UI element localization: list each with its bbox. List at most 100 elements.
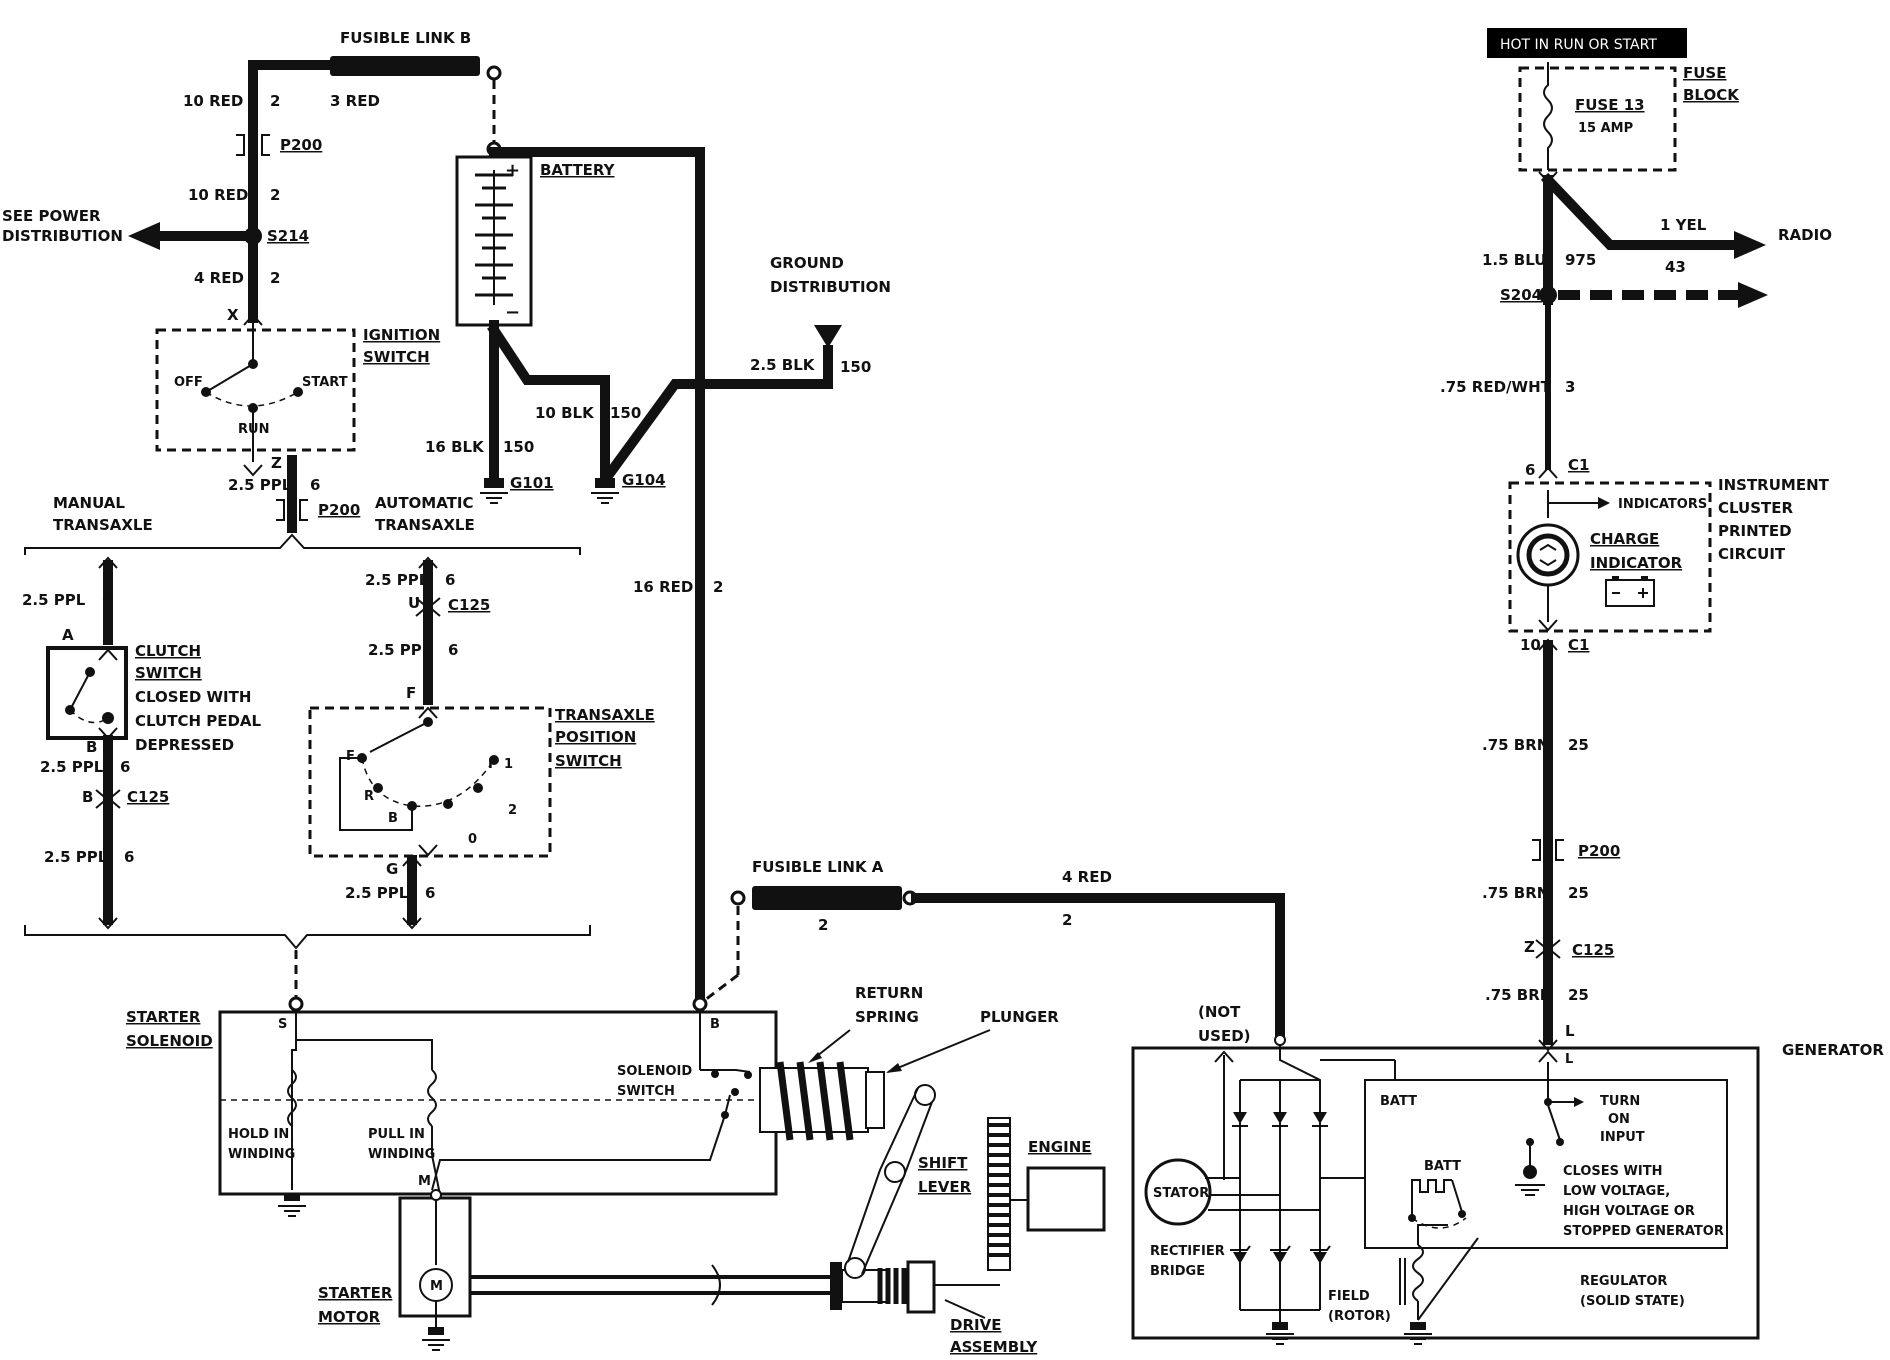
charge-indicator-circuit: .75 RED/WHT 3 6 C1 INDICATORS CHARGE IND… bbox=[1440, 300, 1830, 1052]
tps-title-3: SWITCH bbox=[555, 752, 622, 770]
transaxle-position-switch-branch: 2.5 PPL 6 U C125 2.5 PPL 6 F F R P 1 2 0… bbox=[24, 556, 655, 1000]
pin-b-solenoid-label: B bbox=[710, 1017, 720, 1032]
fuse-block: HOT IN RUN OR START FUSE 13 15 AMP FUSE … bbox=[1487, 28, 1740, 184]
fusible-link-a-label: FUSIBLE LINK A bbox=[752, 858, 884, 876]
automatic-transaxle-2: TRANSAXLE bbox=[375, 516, 475, 534]
c1-label-top: C1 bbox=[1568, 456, 1589, 474]
fuse-15-amp-label: 15 AMP bbox=[1578, 121, 1633, 136]
wire-circuit-25-label-3: 25 bbox=[1568, 986, 1589, 1004]
solenoid-switch-1: SOLENOID bbox=[617, 1064, 692, 1079]
starter-solenoid: STARTER SOLENOID S B HOLD IN WINDING PUL… bbox=[126, 984, 1059, 1217]
c125-label-auto: C125 bbox=[448, 596, 490, 614]
s204-splice bbox=[1539, 286, 1557, 304]
charge-indicator-2: INDICATOR bbox=[1590, 554, 1683, 572]
pin-b-label-c125: B bbox=[82, 788, 93, 806]
clutch-desc-1: CLOSED WITH bbox=[135, 688, 251, 706]
wire-75-brn-label-1: .75 BRN bbox=[1482, 736, 1549, 754]
charge-indicator-1: CHARGE bbox=[1590, 530, 1659, 548]
indicators-label: INDICATORS bbox=[1618, 497, 1707, 512]
manual-transaxle-2: TRANSAXLE bbox=[53, 516, 153, 534]
shift-lever-2: LEVER bbox=[918, 1178, 972, 1196]
wire-10-red-label-lower: 10 RED bbox=[188, 186, 248, 204]
instrument-cluster bbox=[1508, 481, 1712, 633]
plunger-label: PLUNGER bbox=[980, 1008, 1059, 1026]
clutch-desc-3: DEPRESSED bbox=[135, 736, 234, 754]
pin-6-c1-label: 6 bbox=[1525, 461, 1535, 479]
wire-2-5-ppl-tps-mid: 2.5 PPL bbox=[368, 641, 432, 659]
transaxle-position-switch bbox=[308, 706, 552, 858]
wire-circuit-975-label: 975 bbox=[1565, 251, 1596, 269]
battery: + − BATTERY bbox=[455, 141, 705, 1007]
wire-circuit-6-clutch-mid: 6 bbox=[120, 758, 130, 776]
pin-z-label: Z bbox=[271, 454, 282, 472]
tps-pos-0: 0 bbox=[468, 832, 477, 847]
turn-on-input-3: INPUT bbox=[1600, 1130, 1645, 1145]
see-power-line2: DISTRIBUTION bbox=[2, 227, 123, 245]
starter-solenoid-title-1: STARTER bbox=[126, 1008, 201, 1026]
clutch-switch-branch: 2.5 PPL 6 A CLUTCH SWITCH CLOSED WITH CL… bbox=[22, 556, 262, 930]
wire-circuit-2-fla: 2 bbox=[818, 916, 828, 934]
g101-label: G101 bbox=[510, 474, 554, 492]
wire-2-5-ppl-label-ign: 2.5 PPL bbox=[228, 476, 292, 494]
starter-solenoid-title-2: SOLENOID bbox=[126, 1032, 213, 1050]
regulator-batt-top: BATT bbox=[1380, 1094, 1417, 1109]
rectifier-ground-symbol bbox=[1266, 1322, 1294, 1345]
fusible-link-a bbox=[752, 886, 902, 910]
pin-l-label-outer: L bbox=[1565, 1022, 1575, 1040]
wire-circuit-6-tps-mid: 6 bbox=[448, 641, 458, 659]
wire-1-5-blu-label: 1.5 BLU bbox=[1482, 251, 1546, 269]
regulator-label-1: REGULATOR bbox=[1580, 1274, 1667, 1289]
motor-ground-symbol bbox=[422, 1327, 450, 1351]
cluster-label-2: CLUSTER bbox=[1718, 499, 1793, 517]
ignition-switch-title-1: IGNITION bbox=[363, 326, 440, 344]
rectifier-bridge-2: BRIDGE bbox=[1150, 1264, 1205, 1279]
wire-circuit-2-16red: 2 bbox=[713, 578, 723, 596]
cluster-label-1: INSTRUMENT bbox=[1718, 476, 1830, 494]
p200-label-charge: P200 bbox=[1578, 842, 1620, 860]
wire-4-red-label-gen: 4 RED bbox=[1062, 868, 1112, 886]
fuse-block-title-2: BLOCK bbox=[1683, 86, 1740, 104]
hold-in-winding-1: HOLD IN bbox=[228, 1127, 289, 1142]
wire-circuit-2-label-lower: 2 bbox=[270, 186, 280, 204]
wire-2-5-ppl-tps-top: 2.5 PPL bbox=[365, 571, 429, 589]
pin-u-label: U bbox=[408, 594, 420, 612]
wire-circuit-150-gnd: 150 bbox=[840, 358, 871, 376]
wire-2-5-ppl-tps-bot: 2.5 PPL bbox=[345, 884, 409, 902]
drive-assembly-1: DRIVE bbox=[950, 1316, 1001, 1334]
stator-label: STATOR bbox=[1153, 1186, 1209, 1201]
battery-icon bbox=[1605, 579, 1655, 607]
wire-10-blk-label: 10 BLK bbox=[535, 404, 595, 422]
wire-2-5-blk-label: 2.5 BLK bbox=[750, 356, 816, 374]
generator: GENERATOR (NOT USED) L RECTIFIER BRIDGE … bbox=[1131, 1003, 1884, 1345]
wire-circuit-6-label-ign: 6 bbox=[310, 476, 320, 494]
wire-circuit-43-label: 43 bbox=[1665, 258, 1686, 276]
closes-with-4: STOPPED GENERATOR bbox=[1563, 1224, 1724, 1239]
wire-circuit-6-clutch-top: 6 bbox=[102, 591, 112, 609]
drive-assembly-2: ASSEMBLY bbox=[950, 1338, 1038, 1356]
ground-distribution-1: GROUND bbox=[770, 254, 844, 272]
fusible-link-b-label: FUSIBLE LINK B bbox=[340, 29, 471, 47]
wire-3-red-label: 3 RED bbox=[330, 92, 380, 110]
wire-16-red-label: 16 RED bbox=[633, 578, 693, 596]
wire-circuit-6-tps-top: 6 bbox=[445, 571, 455, 589]
fusible-link-b-circuit: FUSIBLE LINK B 10 RED 2 3 RED P200 10 RE… bbox=[2, 29, 502, 324]
shift-lever-1: SHIFT bbox=[918, 1154, 968, 1172]
ignition-switch-title-2: SWITCH bbox=[363, 348, 430, 366]
hold-in-winding-2: WINDING bbox=[228, 1147, 295, 1162]
motor-symbol-m: M bbox=[430, 1279, 443, 1294]
return-spring-2: SPRING bbox=[855, 1008, 919, 1026]
tps-pos-f: F bbox=[346, 749, 355, 764]
ignition-off-label: OFF bbox=[174, 375, 203, 390]
wire-75-brn-label-3: .75 BRN bbox=[1485, 986, 1552, 1004]
wire-circuit-3-label: 3 bbox=[1565, 378, 1575, 396]
solenoid-switch-2: SWITCH bbox=[617, 1084, 675, 1099]
g104-label: G104 bbox=[622, 471, 666, 489]
battery-ground-circuit: GROUND DISTRIBUTION 2.5 BLK 150 10 BLK 1… bbox=[425, 254, 891, 596]
radio-label: RADIO bbox=[1778, 226, 1832, 244]
field-rotor-2: (ROTOR) bbox=[1328, 1309, 1391, 1324]
turn-on-input-2: ON bbox=[1608, 1112, 1630, 1127]
stator bbox=[1144, 1158, 1212, 1226]
wire-2-5-ppl-clutch-mid: 2.5 PPL bbox=[40, 758, 104, 776]
wire-circuit-2-label-ign: 2 bbox=[270, 269, 280, 287]
